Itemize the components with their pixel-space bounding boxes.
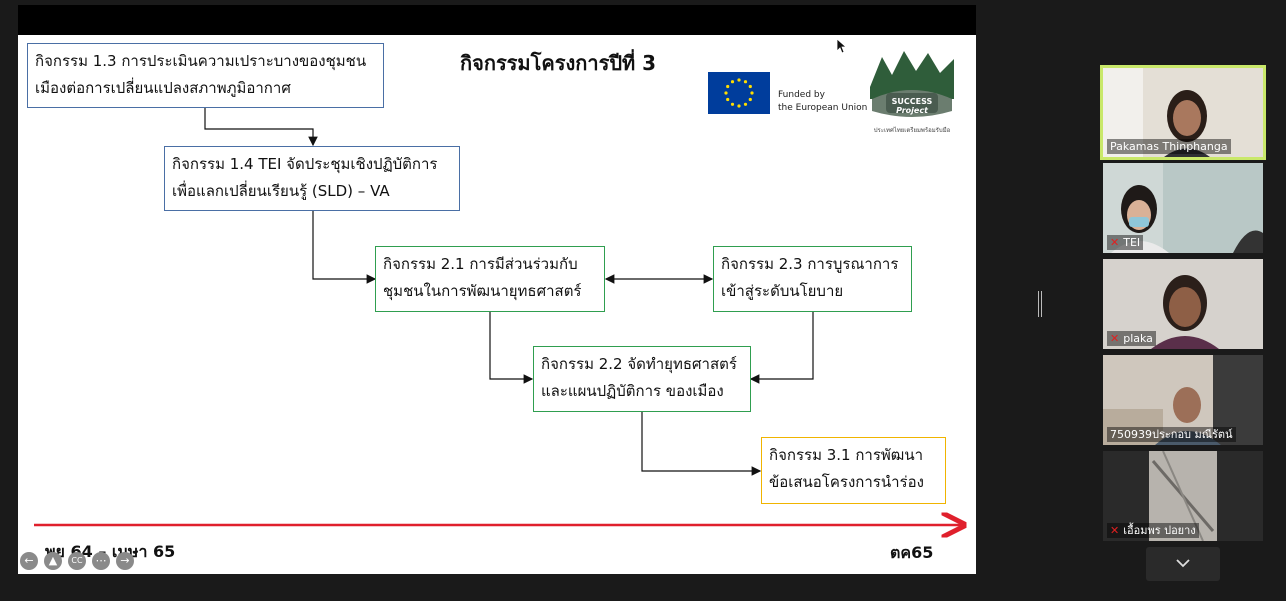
activity-1-4-line2: เพื่อแลกเปลี่ยนเรียนรู้ (SLD) – VA bbox=[172, 182, 390, 200]
activity-2-2-line1: กิจกรรม 2.2 จัดทำยุทธศาสตร์ bbox=[541, 355, 737, 373]
mic-muted-icon: ✕ bbox=[1110, 332, 1120, 345]
participant-tile-tei[interactable]: ✕TEI bbox=[1103, 163, 1263, 253]
participant-tile-pakamas[interactable]: Pakamas Thinphanga bbox=[1100, 65, 1266, 160]
arrow-2-2-to-3-1 bbox=[641, 412, 762, 476]
arrow-1-3-to-1-4 bbox=[204, 108, 318, 147]
participant-video bbox=[1103, 163, 1263, 253]
success-project-logo: SUCCESS Project ประเทศไทยเตรียมพร้อมรับม… bbox=[864, 41, 960, 137]
participant-name: Pakamas Thinphanga bbox=[1107, 139, 1231, 154]
eu-funding-text: Funded by the European Union bbox=[778, 90, 868, 113]
flow-arrows bbox=[34, 108, 976, 574]
activity-2-1-box: กิจกรรม 2.1 การมีส่วนร่วมกับ ชุมชนในการพ… bbox=[375, 246, 605, 312]
activity-2-1-line1: กิจกรรม 2.1 การมีส่วนร่วมกับ bbox=[383, 255, 578, 273]
participant-tile-uamporn[interactable]: ✕เอื้อมพร ปอยาง bbox=[1103, 451, 1263, 541]
forward-arrow-icon[interactable]: → bbox=[116, 552, 134, 570]
more-icon[interactable]: ⋯ bbox=[92, 552, 110, 570]
activity-2-1-line2: ชุมชนในการพัฒนายุทธศาสตร์ bbox=[383, 282, 582, 300]
participant-name-plaka: ✕plaka bbox=[1107, 331, 1156, 346]
timeline-end-label: ตค65 bbox=[890, 543, 934, 562]
annotate-icon[interactable]: ▲ bbox=[44, 552, 62, 570]
cc-icon[interactable]: CC bbox=[68, 552, 86, 570]
participant-video bbox=[1103, 451, 1263, 541]
scroll-down-button[interactable] bbox=[1146, 547, 1220, 581]
success-logo-name: SUCCESS Project bbox=[891, 97, 933, 115]
participant-video bbox=[1103, 259, 1263, 349]
slide-title: กิจกรรมโครงการปีที่ 3 bbox=[460, 51, 657, 75]
arrow-2-3-to-2-2 bbox=[749, 312, 814, 384]
participant-name-tei: ✕TEI bbox=[1107, 235, 1144, 250]
activity-1-4-line1: กิจกรรม 1.4 TEI จัดประชุมเชิงปฏิบัติการ bbox=[172, 155, 438, 173]
arrow-2-1-to-2-2 bbox=[489, 312, 534, 384]
activity-1-3-line2: เมืองต่อการเปลี่ยนแปลงสภาพภูมิอากาศ bbox=[35, 79, 291, 97]
activity-1-4-box: กิจกรรม 1.4 TEI จัดประชุมเชิงปฏิบัติการ … bbox=[164, 146, 460, 211]
activity-2-3-line2: เข้าสู่ระดับนโยบาย bbox=[721, 282, 844, 300]
activity-3-1-box: กิจกรรม 3.1 การพัฒนา ข้อเสนอโครงการนำร่อ… bbox=[761, 437, 946, 504]
participant-video bbox=[1103, 355, 1263, 445]
back-arrow-icon[interactable]: ← bbox=[20, 552, 38, 570]
activity-3-1-line1: กิจกรรม 3.1 การพัฒนา bbox=[769, 446, 924, 464]
success-logo-caption: ประเทศไทยเตรียมพร้อมรับมือ bbox=[873, 127, 951, 134]
panel-resize-handle[interactable] bbox=[1038, 291, 1042, 317]
presentation-slide: กิจกรรม 1.3 การประเมินความเปราะบางของชุม… bbox=[18, 35, 976, 574]
participant-tile-plaka[interactable]: ✕plaka bbox=[1103, 259, 1263, 349]
activity-1-3-box: กิจกรรม 1.3 การประเมินความเปราะบางของชุม… bbox=[27, 43, 384, 108]
activity-3-1-line2: ข้อเสนอโครงการนำร่อง bbox=[769, 473, 924, 491]
activity-2-2-box: กิจกรรม 2.2 จัดทำยุทธศาสตร์ และแผนปฏิบัต… bbox=[533, 346, 751, 412]
participant-name-uamporn: ✕เอื้อมพร ปอยาง bbox=[1107, 523, 1199, 538]
participant-tile-prakob[interactable]: 750939ประกอบ มณีรัตน์ bbox=[1103, 355, 1263, 445]
slide-controls: ← ▲ CC ⋯ → bbox=[20, 552, 134, 570]
arrow-1-4-to-2-1 bbox=[312, 211, 377, 284]
participant-name-prakob: 750939ประกอบ มณีรัตน์ bbox=[1107, 427, 1236, 442]
activity-2-2-line2: และแผนปฏิบัติการ ของเมือง bbox=[541, 382, 724, 400]
participant-video bbox=[1103, 68, 1263, 157]
mouse-cursor-icon bbox=[836, 38, 848, 54]
activity-2-3-box: กิจกรรม 2.3 การบูรณาการ เข้าสู่ระดับนโยบ… bbox=[713, 246, 912, 312]
mic-muted-icon: ✕ bbox=[1110, 524, 1120, 537]
eu-flag-icon bbox=[708, 72, 770, 114]
mic-muted-icon: ✕ bbox=[1110, 236, 1120, 249]
activity-1-3-line1: กิจกรรม 1.3 การประเมินความเปราะบางของชุม… bbox=[35, 52, 367, 70]
chevron-down-icon bbox=[1176, 559, 1190, 568]
activity-2-3-line1: กิจกรรม 2.3 การบูรณาการ bbox=[721, 255, 899, 273]
